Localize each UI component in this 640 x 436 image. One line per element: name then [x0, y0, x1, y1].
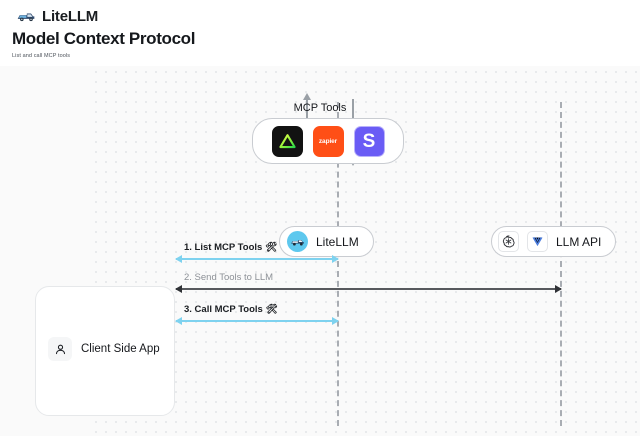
node-litellm[interactable]: LiteLLM: [279, 226, 374, 257]
message-send-tools-to-llm-label: 2. Send Tools to LLM: [184, 272, 274, 283]
anthropic-icon: [527, 231, 548, 252]
client-side-app-card[interactable]: Client Side App: [35, 286, 175, 416]
client-side-app-label: Client Side App: [81, 343, 160, 355]
arrowhead-right: [555, 285, 562, 293]
node-litellm-label: LiteLLM: [316, 234, 359, 249]
message-call-mcp-tools-label: 3. Call MCP Tools 🛠: [184, 304, 278, 315]
client-side-app-row: Client Side App: [48, 337, 160, 361]
openai-icon: [498, 231, 519, 252]
brand-name: LiteLLM: [42, 7, 99, 25]
supabase-tool-icon[interactable]: S: [353, 125, 385, 157]
zapier-tool-icon[interactable]: zapier: [312, 125, 344, 157]
mcp-tools-caption: MCP Tools: [293, 102, 347, 114]
tools-emoji-icon: 🛠: [265, 304, 278, 315]
arrowhead-left: [175, 255, 182, 263]
litellm-truck-icon: [16, 6, 36, 26]
page-subtitle: List and call MCP tools: [12, 53, 71, 59]
message-send-tools-to-llm[interactable]: 2. Send Tools to LLM: [175, 266, 562, 293]
message-list-mcp-tools-label: 1. List MCP Tools 🛠: [184, 242, 277, 253]
supabase-letter: S: [362, 130, 376, 152]
message-1-text: 1. List MCP Tools: [184, 242, 263, 253]
diagram-canvas: MCP Tools zapier S: [0, 66, 640, 436]
linear-tool-icon[interactable]: [271, 125, 303, 157]
brand: LiteLLM: [16, 6, 98, 26]
arrowhead-left: [175, 285, 182, 293]
arrowhead-right: [332, 255, 339, 263]
message-list-mcp-tools[interactable]: 1. List MCP Tools 🛠: [175, 238, 339, 263]
tools-emoji-icon: 🛠: [264, 242, 277, 253]
mcp-tools-group[interactable]: zapier S: [252, 118, 404, 164]
page-title: Model Context Protocol: [12, 29, 196, 48]
message-call-mcp-tools[interactable]: 3. Call MCP Tools 🛠: [175, 300, 339, 325]
node-llm-api-label: LLM API: [556, 234, 602, 249]
lifeline-llm-api: [560, 102, 562, 426]
message-3-text: 3. Call MCP Tools: [184, 304, 263, 315]
arrowhead-left: [175, 317, 182, 325]
lifeline-litellm: [337, 102, 339, 426]
zapier-wordmark: zapier: [318, 137, 338, 145]
person-icon: [48, 337, 72, 361]
node-llm-api[interactable]: LLM API: [491, 226, 617, 257]
arrowhead-right: [332, 317, 339, 325]
litellm-avatar-icon: [287, 231, 308, 252]
